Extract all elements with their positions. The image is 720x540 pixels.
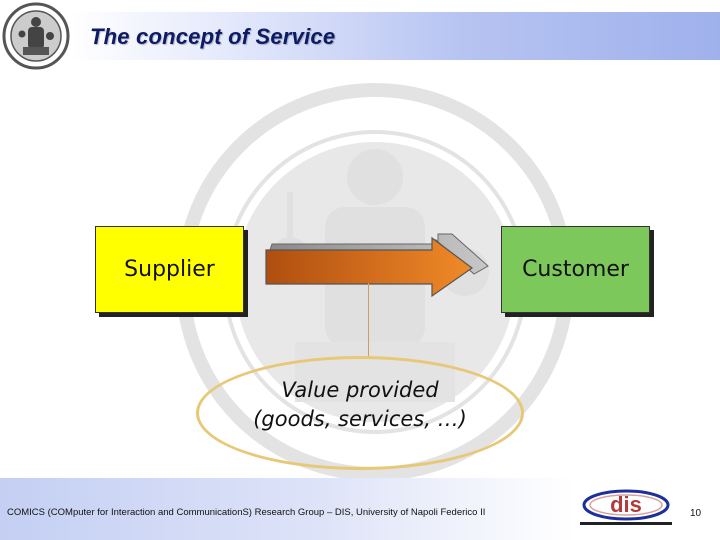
footer-bar (0, 478, 574, 540)
value-line-1: Value provided (281, 378, 439, 402)
customer-box: Customer (501, 226, 650, 313)
header-bar (72, 12, 720, 60)
dis-logo-text: dis (610, 492, 642, 517)
page-title: The concept of Service (90, 24, 336, 49)
page-number: 10 (690, 508, 702, 519)
supplier-label: Supplier (124, 257, 215, 282)
footer-text: COMICS (COMputer for Interaction and Com… (7, 507, 486, 518)
value-line-2: (goods, services, …) (253, 407, 467, 431)
supply-arrow (265, 233, 489, 298)
value-ellipse (196, 356, 524, 470)
customer-label: Customer (522, 257, 629, 282)
connector-line (368, 283, 369, 359)
supplier-box: Supplier (95, 226, 244, 313)
dis-logo-icon: dis (580, 489, 672, 525)
university-seal-icon (2, 2, 70, 70)
value-provided-text: Value provided (goods, services, …) (196, 376, 524, 434)
